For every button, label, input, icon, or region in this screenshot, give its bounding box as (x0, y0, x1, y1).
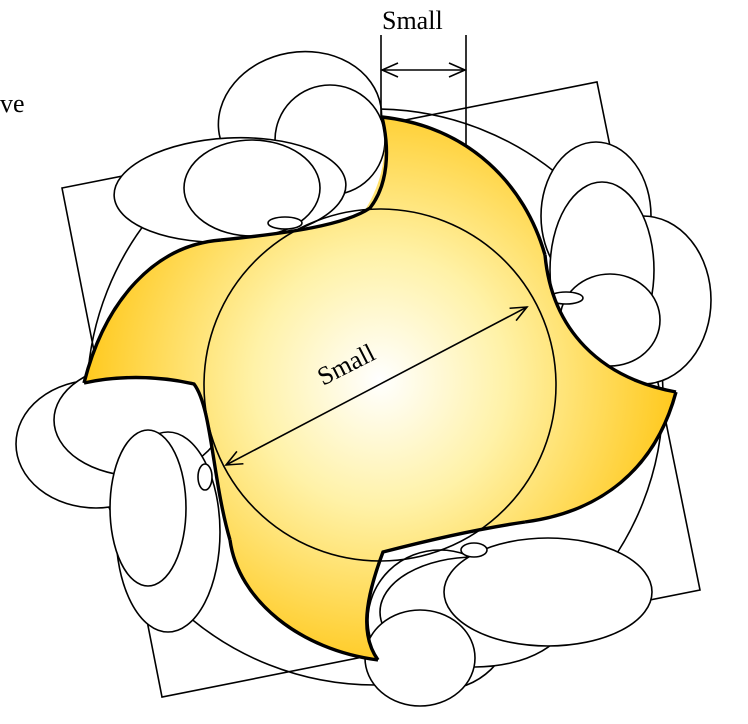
diameter-dimension-arrow (224, 306, 529, 466)
lobe (364, 609, 476, 707)
blade-edge (83, 375, 232, 541)
blade-edge (543, 254, 677, 394)
blade-edge (381, 115, 547, 256)
seal-oval (197, 463, 213, 491)
seal-oval (267, 216, 303, 230)
lobe (109, 429, 187, 587)
lobe (443, 537, 653, 647)
blade-edge (524, 391, 678, 524)
blade-edge (365, 520, 526, 661)
lobes-bottom-right (364, 537, 653, 707)
blade-edge (228, 539, 379, 662)
top-dimension-label: Small (382, 6, 443, 35)
blade-edge (82, 238, 222, 384)
inner-circle (203, 208, 557, 562)
lobes-left (15, 363, 223, 633)
lobes-right (540, 141, 712, 385)
seal-oval (460, 542, 488, 558)
partial-left-text: ve (0, 89, 25, 118)
